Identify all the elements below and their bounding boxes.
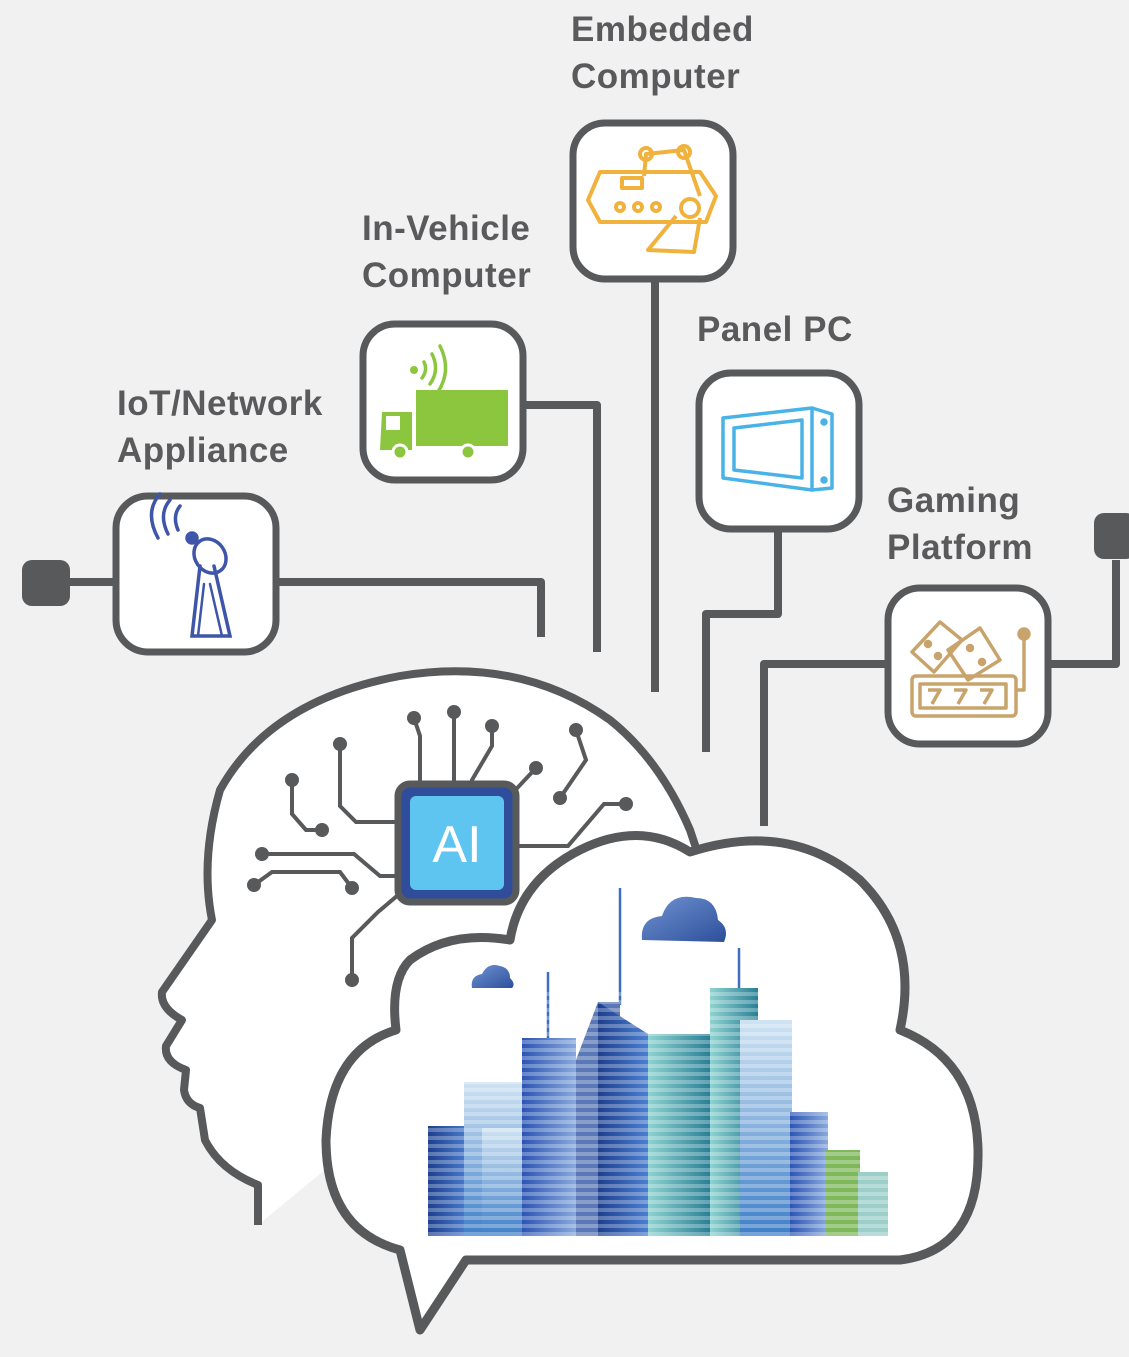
terminal-right — [1094, 513, 1129, 559]
label-line: Platform — [887, 528, 1033, 567]
connector-wires — [66, 280, 1120, 826]
circuit-nodes — [247, 705, 633, 987]
label-line: In-Vehicle — [362, 209, 531, 248]
truck-icon — [380, 344, 508, 461]
wire-gaming-right — [1050, 560, 1120, 668]
monitor-icon — [721, 406, 834, 492]
antenna-icon — [149, 492, 233, 638]
label-in-vehicle-computer: In-Vehicle Computer — [362, 205, 531, 299]
device-box-panel — [695, 369, 863, 533]
device-box-vehicle — [359, 320, 527, 484]
ai-chip-icon: AI — [394, 780, 520, 906]
label-iot-network-appliance: IoT/Network Appliance — [117, 380, 323, 474]
wire-vehicle — [524, 401, 601, 652]
label-gaming-platform: Gaming Platform — [887, 477, 1033, 571]
label-line: Panel PC — [697, 310, 853, 349]
mini-cloud-icon — [641, 896, 726, 942]
wire-gaming — [760, 660, 886, 826]
device-box-gaming — [884, 584, 1052, 748]
robot-arm-icon — [586, 144, 718, 254]
label-line: Embedded — [571, 10, 754, 49]
terminal-left — [22, 560, 70, 606]
label-embedded-computer: Embedded Computer — [571, 6, 754, 100]
wire-iot — [66, 578, 545, 637]
slot-machine-icon — [910, 620, 1031, 718]
label-line: IoT/Network — [117, 384, 323, 423]
label-line: Computer — [362, 256, 532, 295]
mini-cloud-icon-small — [471, 965, 514, 988]
label-line: Gaming — [887, 481, 1021, 520]
ai-chip-label: AI — [432, 816, 481, 874]
wire-panel — [702, 530, 782, 752]
device-box-iot — [112, 492, 280, 656]
label-line: Computer — [571, 57, 741, 96]
label-panel-pc: Panel PC — [697, 306, 853, 353]
city-skyline — [428, 888, 888, 1236]
device-box-embedded — [569, 119, 737, 283]
label-line: Appliance — [117, 431, 289, 470]
